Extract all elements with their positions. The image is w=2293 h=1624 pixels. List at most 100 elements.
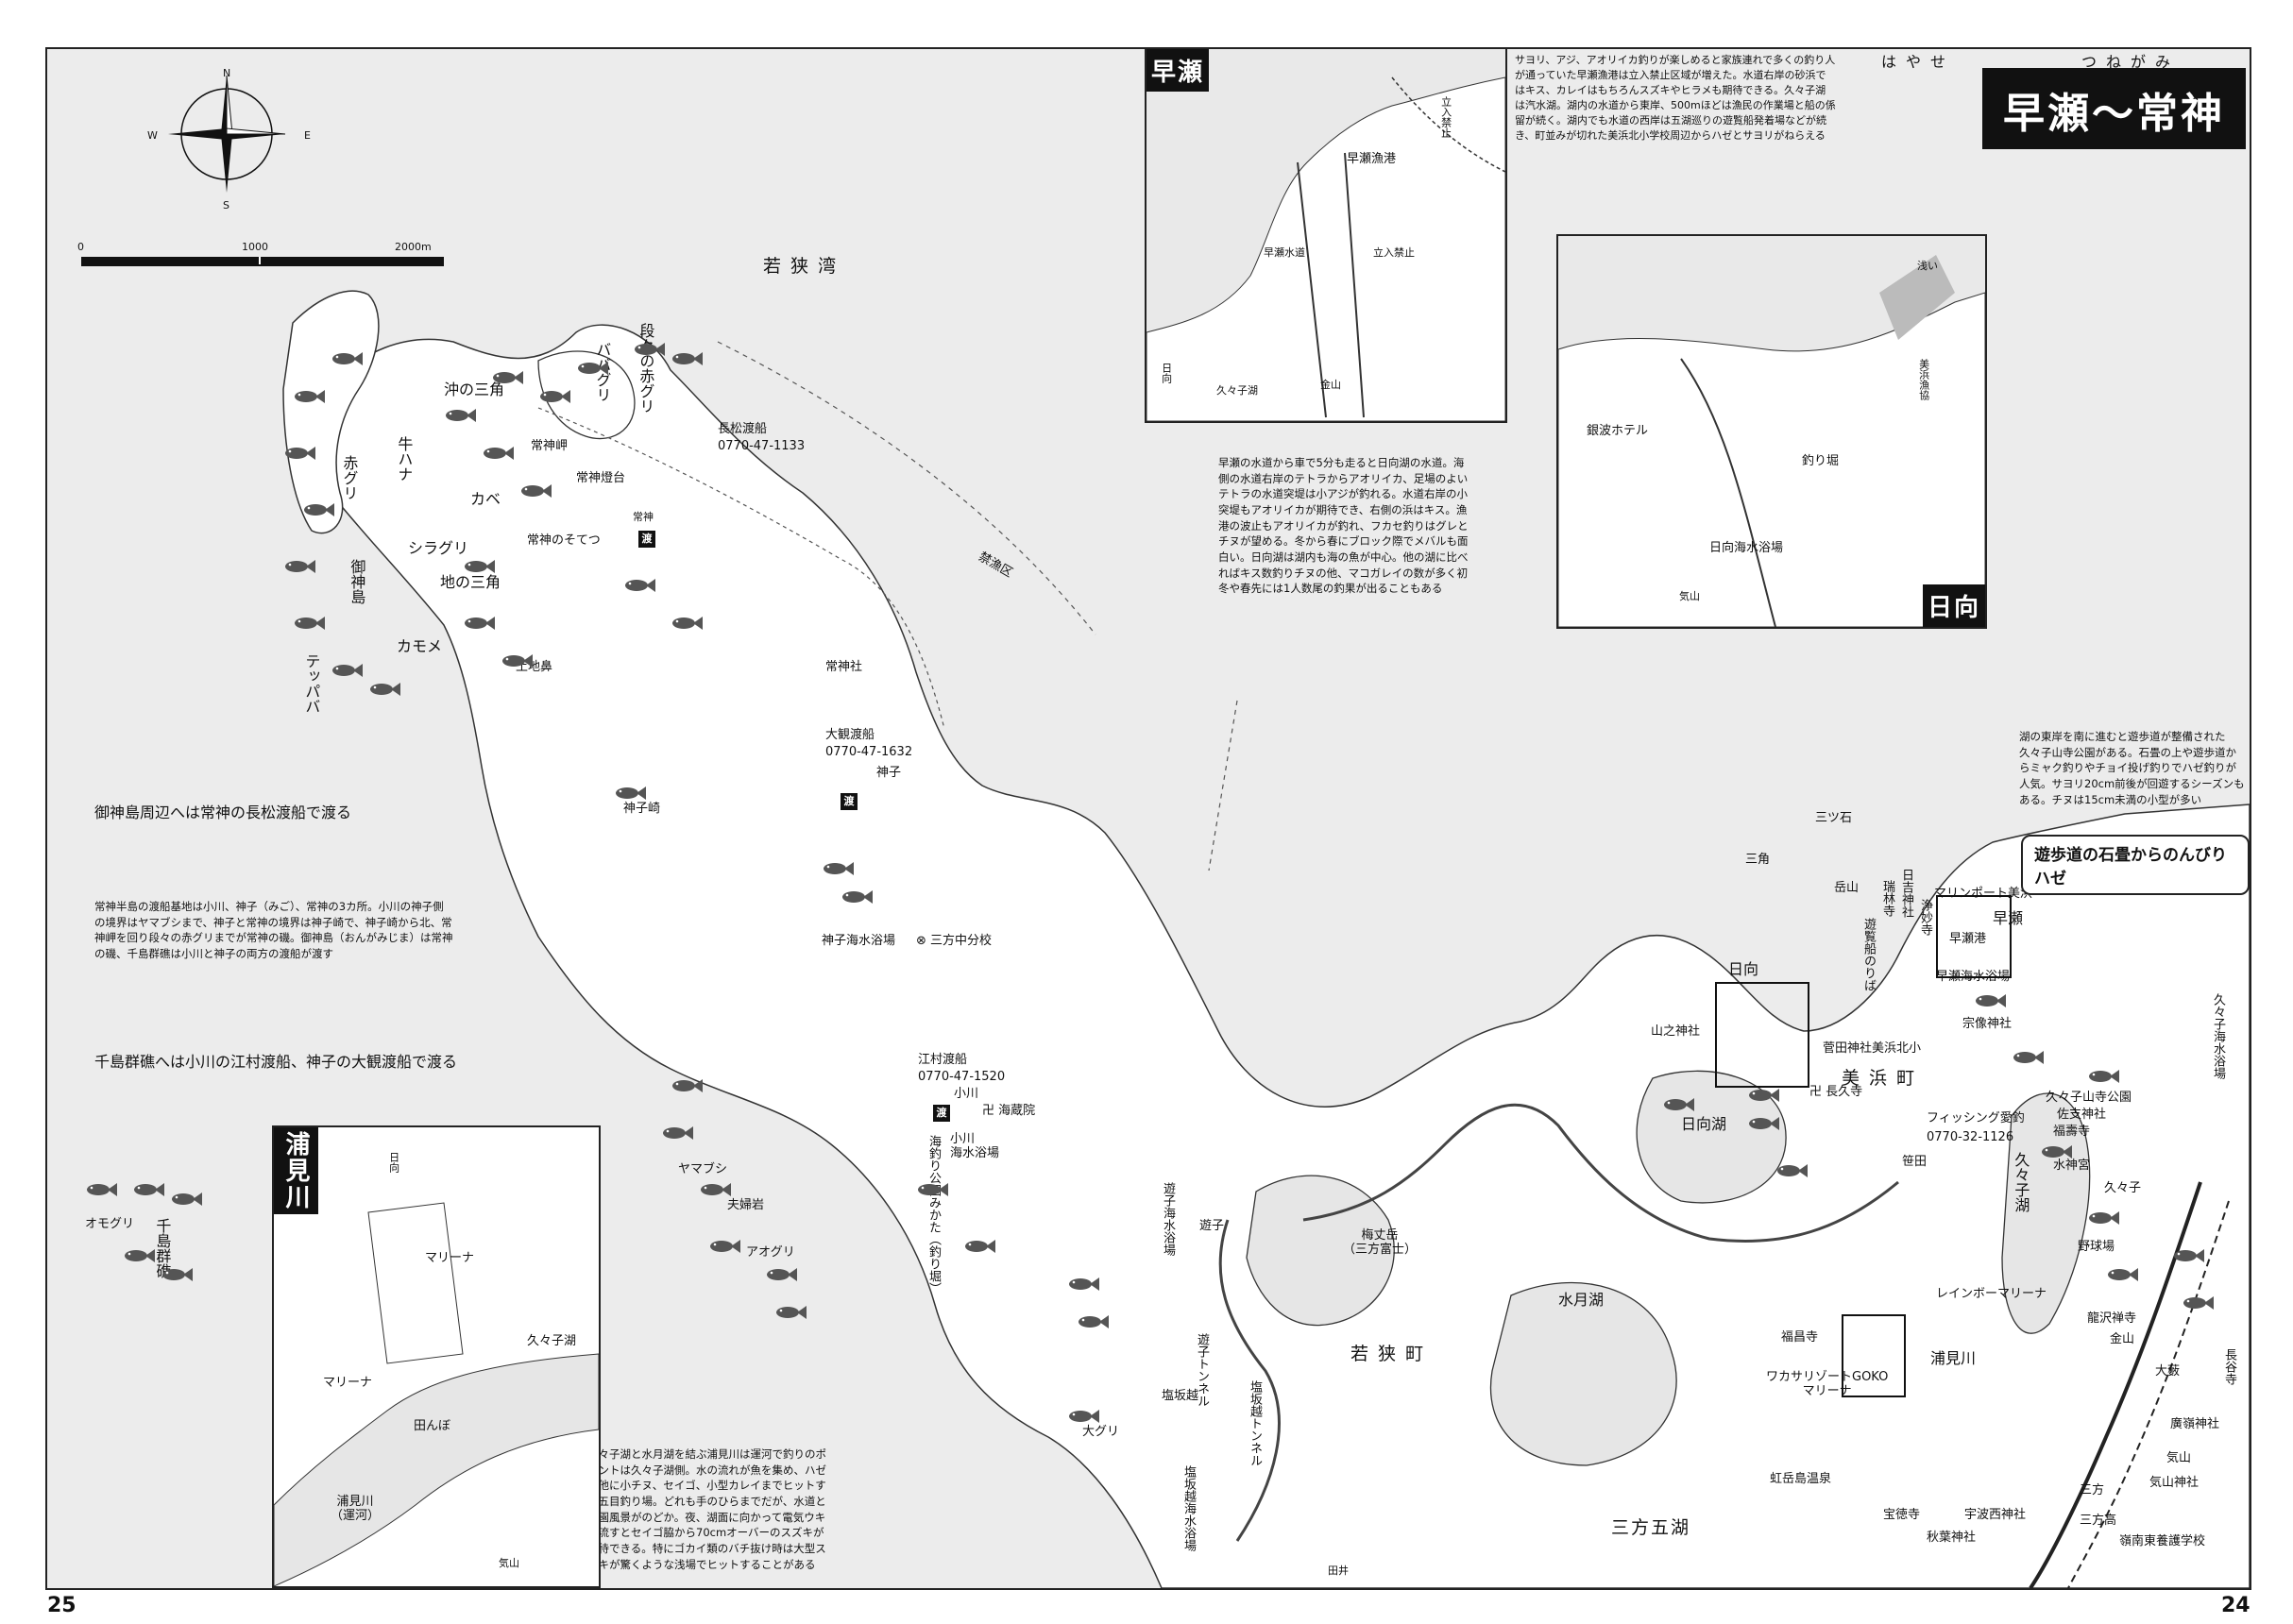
inset-hayase-map bbox=[1146, 49, 1505, 421]
fish-icon bbox=[671, 1078, 703, 1093]
label-babaguri: ババグリ bbox=[593, 342, 612, 402]
inset-hayase-tag: 早瀬 bbox=[1146, 49, 1210, 92]
fish-icon bbox=[170, 1192, 202, 1207]
inset-hiruga-hotel: 銀波ホテル bbox=[1587, 424, 1649, 438]
label-kanko-misaki: 神子崎 bbox=[623, 802, 661, 816]
label-asoko-beach: 遊子海水浴場 bbox=[1160, 1182, 1175, 1256]
fish-icon bbox=[623, 578, 655, 593]
label-shiosaka: 塩坂越 bbox=[1162, 1389, 1199, 1403]
fish-icon bbox=[708, 1239, 740, 1254]
label-ferry-nagamatsu: 長松渡船 bbox=[718, 422, 768, 436]
fish-icon bbox=[85, 1182, 117, 1197]
inset-hayase-no-entry: 立入禁止 bbox=[1373, 246, 1415, 259]
label-osaki: 大藪 bbox=[2155, 1364, 2181, 1379]
ferry-mark-taikan: 渡 bbox=[841, 793, 858, 810]
label-mikata: 三方 bbox=[2080, 1483, 2105, 1497]
callout-haze: 遊歩道の石畳からのんびりハゼ bbox=[2021, 835, 2250, 895]
label-hiruga-lake: 日向湖 bbox=[1681, 1115, 1727, 1133]
compass-n: N bbox=[223, 67, 231, 79]
label-fishing-ai: フィッシング愛釣 bbox=[1927, 1111, 2025, 1125]
label-kugushi: 久々子 bbox=[2104, 1181, 2142, 1195]
fish-icon bbox=[2087, 1069, 2119, 1084]
note-urami: 久々子湖と水月湖を結ぶ浦見川は運河で釣りのポイントは久々子湖側。水の流れが魚を集… bbox=[587, 1447, 826, 1571]
label-marina-port: マリンポート美浜 bbox=[1934, 887, 2033, 901]
label-kanko: 神子 bbox=[876, 766, 902, 780]
label-okoguri: 大グリ bbox=[1082, 1425, 1120, 1439]
fish-icon bbox=[2172, 1248, 2204, 1263]
note-east: 湖の東岸を南に進むと遊歩道が整備された久々子山寺公園がある。石畳の上や遊歩道から… bbox=[2019, 730, 2245, 806]
inset-hiruga: 日向 銀波ホテル 釣り堀 美浜漁協 日向海水浴場 浅い 気山 bbox=[1556, 234, 1987, 629]
fish-icon bbox=[491, 370, 523, 385]
scale-tick-1000: 1000 bbox=[242, 241, 268, 253]
label-kiyama: 気山 bbox=[2166, 1451, 2192, 1465]
label-ushi-hana: 牛ハナ bbox=[395, 436, 414, 482]
label-shiraguri: シラグリ bbox=[408, 539, 469, 557]
fish-icon bbox=[576, 361, 608, 376]
inset-hayase-kugushi: 久々子湖 bbox=[1216, 384, 1258, 397]
fish-icon bbox=[1067, 1409, 1099, 1424]
label-kamome: カモメ bbox=[397, 637, 443, 655]
inset-urami-hiruga: 日向 bbox=[387, 1152, 400, 1173]
fish-icon bbox=[661, 1125, 693, 1141]
fish-icon bbox=[1747, 1116, 1779, 1131]
inset-urami-river: 浦見川 （運河） bbox=[331, 1495, 381, 1523]
inset-hayase-channel: 早瀬水道 bbox=[1264, 246, 1305, 259]
label-wakasa-resort: ワカサリゾートGOKO マリーナ bbox=[1766, 1370, 1889, 1398]
label-wakasa-town: 若 狭 町 bbox=[1350, 1344, 1426, 1364]
inset-hayase: 早瀬 早瀬漁港 早瀬水道 立入禁止 立入禁止 久々子湖 日向 金山 bbox=[1145, 47, 1507, 423]
label-kabe: カベ bbox=[470, 490, 501, 508]
label-rainbow: レインボーマリーナ bbox=[1936, 1287, 2047, 1301]
label-mikata-hs: 三方高 bbox=[2080, 1514, 2117, 1528]
label-yuran-nori: 遊覧船のりば bbox=[1860, 918, 1876, 991]
label-asoko: 遊子 bbox=[1199, 1219, 1225, 1233]
note-gokan-access: 御神島周辺へは常神の長松渡船で渡る bbox=[94, 804, 352, 821]
scale-tick-2000: 2000m bbox=[395, 241, 432, 253]
fish-icon bbox=[293, 389, 325, 404]
title-ruby-left: はやせ bbox=[1881, 53, 1956, 71]
note-hayase: サヨリ、アジ、アオリイカ釣りが楽しめると家族連れで多くの釣り人が通っていた早瀬漁… bbox=[1515, 54, 1836, 142]
fish-icon bbox=[1747, 1088, 1779, 1103]
label-dandan-akaguri: 段々の赤グリ bbox=[637, 323, 655, 414]
fish-icon bbox=[841, 889, 873, 905]
fish-icon bbox=[765, 1267, 797, 1282]
box-urami bbox=[1842, 1314, 1906, 1397]
fish-icon bbox=[2106, 1267, 2138, 1282]
fish-icon bbox=[1067, 1277, 1099, 1292]
scale-bar bbox=[81, 257, 444, 266]
fish-icon bbox=[1662, 1097, 1694, 1112]
label-kiyama-shrine: 気山神社 bbox=[2149, 1476, 2200, 1490]
inset-hiruga-shallow: 浅い bbox=[1917, 260, 1938, 272]
label-shiosaka-beach: 塩坂越海水浴場 bbox=[1180, 1465, 1196, 1551]
label-ferry-emura-tel: 0770-47-1520 bbox=[918, 1070, 1006, 1084]
fish-icon bbox=[463, 616, 495, 631]
fish-icon bbox=[123, 1248, 155, 1263]
label-reinan: 嶺南東養護学校 bbox=[2119, 1534, 2206, 1548]
inset-urami: 浦見川 マリーナ マリーナ 田んぼ 浦見川 （運河） 久々子湖 日向 気山 bbox=[272, 1125, 601, 1588]
label-fukushoji: 福昌寺 bbox=[1781, 1330, 1819, 1345]
label-yachiyu: 野球場 bbox=[2078, 1240, 2115, 1254]
fish-icon bbox=[671, 351, 703, 366]
fish-icon bbox=[2087, 1210, 2119, 1226]
label-ferry-taikan: 大観渡船 bbox=[825, 728, 875, 742]
fish-icon bbox=[614, 786, 646, 801]
label-kugushi-park: 久々子山寺公園 bbox=[2046, 1091, 2132, 1105]
inset-urami-kiyama: 気山 bbox=[499, 1557, 519, 1569]
compass-w: W bbox=[147, 129, 158, 142]
label-nijioka: 虹岳島温泉 bbox=[1770, 1472, 1832, 1486]
compass-rose-icon bbox=[168, 75, 286, 193]
label-hiruga: 日向 bbox=[1728, 960, 1759, 978]
label-tsunegami-sotetsu: 常神のそてつ bbox=[527, 533, 601, 548]
label-tsunegami-lighthouse: 常神燈台 bbox=[576, 471, 626, 485]
label-hirosaka: 廣嶺神社 bbox=[2170, 1417, 2220, 1431]
label-tahara: 田井 bbox=[1328, 1565, 1349, 1577]
ferry-mark-emura: 渡 bbox=[933, 1105, 950, 1122]
label-wakasa-bay: 若 狭 湾 bbox=[763, 256, 839, 277]
label-tsunegami-shrine: 常神社 bbox=[825, 660, 863, 674]
fish-icon bbox=[132, 1182, 164, 1197]
label-suigetsu: 水月湖 bbox=[1558, 1291, 1605, 1309]
label-zuirinji: 瑞林寺 bbox=[1879, 880, 1894, 917]
fish-icon bbox=[2040, 1144, 2072, 1159]
label-meotoiwa: 夫婦岩 bbox=[727, 1198, 765, 1212]
label-sankaku: 三角 bbox=[1745, 853, 1771, 867]
label-kanko-beach: 神子海水浴場 bbox=[822, 934, 896, 948]
